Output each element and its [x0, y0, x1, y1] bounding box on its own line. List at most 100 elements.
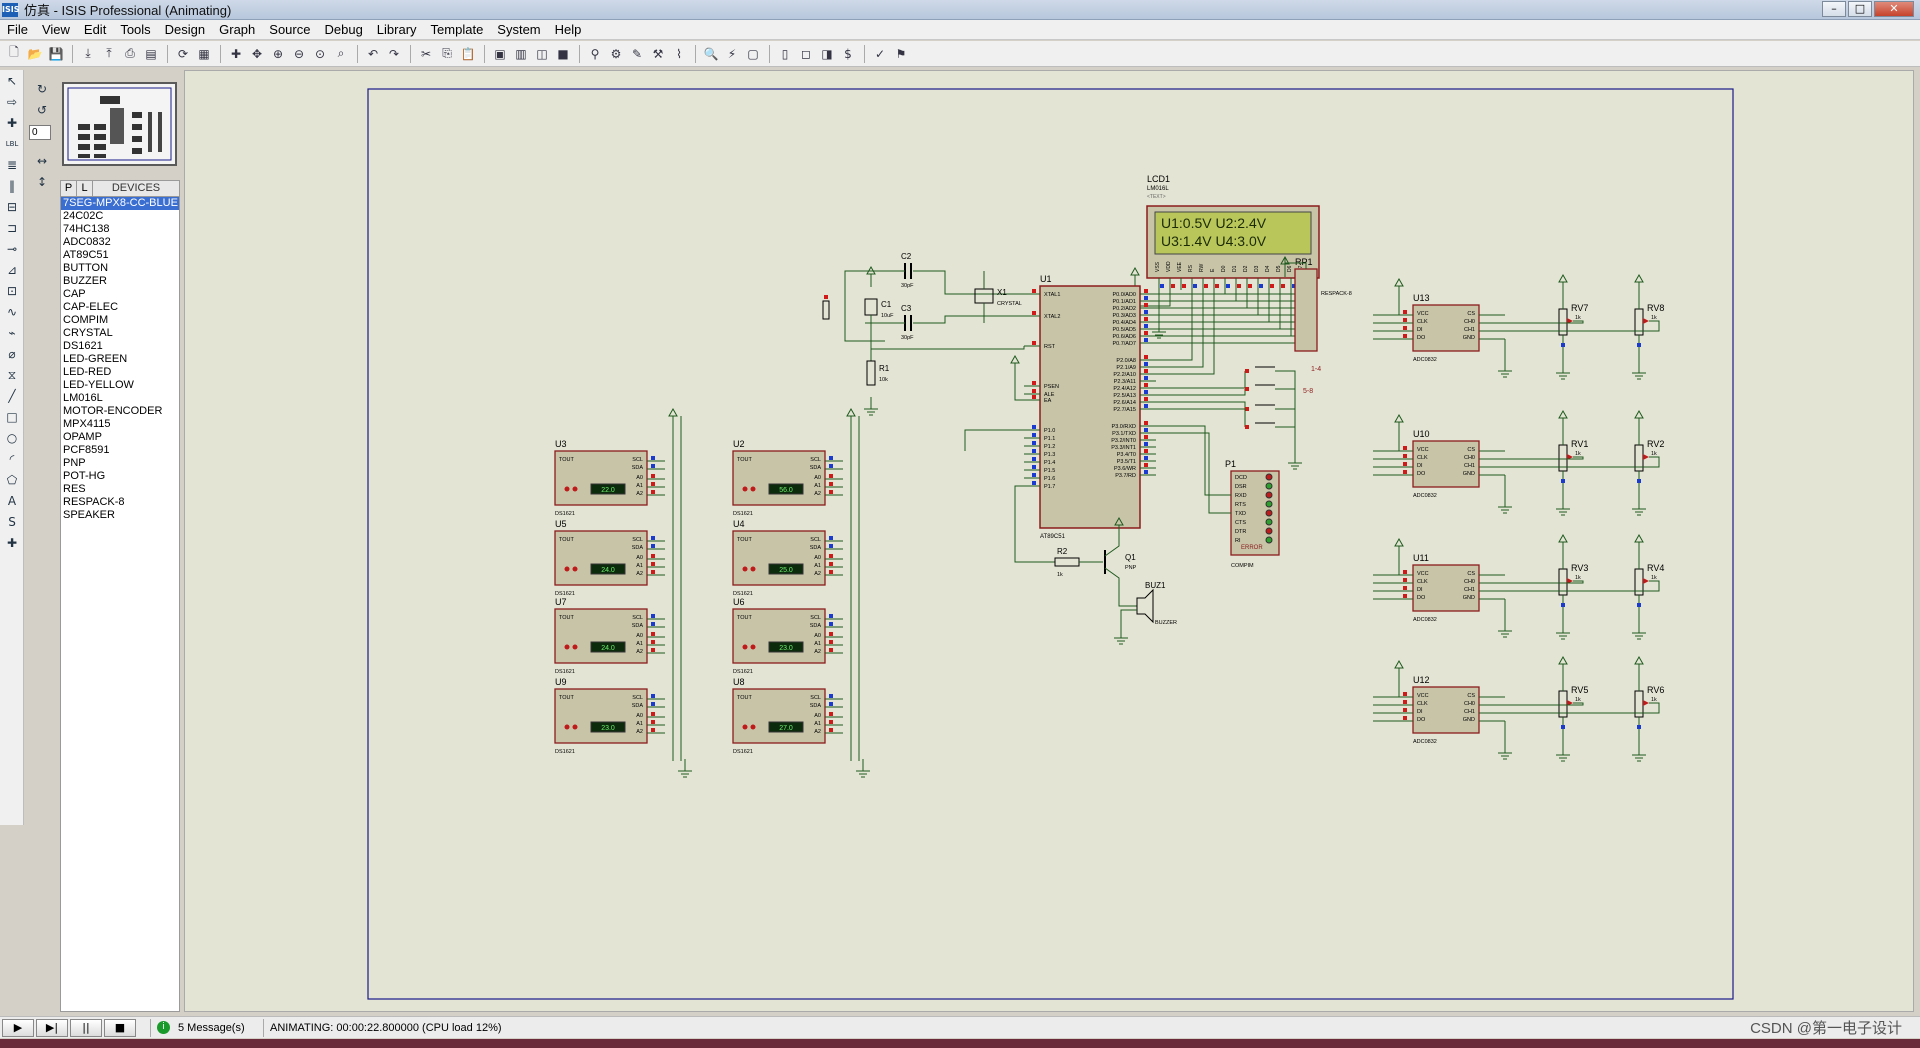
device-list-item[interactable]: LED-RED	[63, 366, 112, 378]
device-list-item[interactable]: LED-YELLOW	[63, 379, 134, 391]
device-list-item[interactable]: BUTTON	[63, 262, 109, 274]
pick-devices-button[interactable]: P	[61, 181, 77, 196]
device-list-item[interactable]: MOTOR-ENCODER	[63, 405, 163, 417]
export-icon[interactable]: ⤒	[106, 46, 112, 60]
close-button[interactable]: ✕	[1874, 1, 1914, 17]
rotation-angle-field[interactable]: 0	[29, 125, 51, 140]
menu-file[interactable]: File	[7, 22, 28, 37]
zoom-in-icon[interactable]: ⊕	[272, 46, 284, 61]
block-rotate-icon[interactable]: ◫	[536, 46, 548, 61]
sim-step-button[interactable]: ▶|	[36, 1018, 68, 1037]
overview-window[interactable]	[62, 82, 177, 166]
device-list-item[interactable]: LED-GREEN	[63, 353, 128, 365]
paste-icon[interactable]: 📋	[460, 46, 476, 61]
block-copy-icon[interactable]: ▣	[494, 46, 506, 61]
subcircuit-icon[interactable]: ⊟	[6, 200, 18, 214]
wire-label-icon[interactable]: LBL	[5, 140, 19, 148]
menu-debug[interactable]: Debug	[324, 22, 363, 37]
arc-icon[interactable]: ◜	[9, 452, 15, 466]
generator-icon[interactable]: ∿	[6, 305, 18, 319]
minimize-button[interactable]: –	[1822, 1, 1846, 17]
print-icon[interactable]: ⎙	[125, 46, 135, 60]
sim-stop-button[interactable]: ■	[104, 1018, 136, 1037]
mirror-y-icon[interactable]: ↕	[36, 175, 48, 189]
menu-library[interactable]: Library	[376, 22, 417, 37]
wire-autoroute-icon[interactable]: ⌇	[676, 46, 682, 61]
device-list-item[interactable]: POT-HG	[63, 470, 106, 482]
pick-device-icon[interactable]: ⚲	[590, 46, 600, 61]
device-list-item[interactable]: ADC0832	[63, 236, 111, 248]
device-list-item[interactable]: LM016L	[63, 392, 103, 404]
menu-design[interactable]: Design	[164, 22, 206, 37]
virtual-instruments-icon[interactable]: ⧖	[7, 367, 17, 382]
device-list-item[interactable]: 7SEG-MPX8-CC-BLUE	[61, 197, 179, 210]
mirror-x-icon[interactable]: ↔	[36, 154, 48, 168]
selection-mode-icon[interactable]: ↖	[6, 74, 18, 88]
import-icon[interactable]: ⤓	[85, 46, 91, 60]
menu-help[interactable]: Help	[554, 22, 582, 37]
make-device-icon[interactable]: ⚙	[610, 46, 622, 61]
undo-icon[interactable]: ↶	[367, 46, 379, 61]
marker-icon[interactable]: ✚	[6, 536, 18, 550]
circle-icon[interactable]: ○	[6, 431, 18, 445]
maximize-button[interactable]: □	[1848, 1, 1872, 17]
device-pins-icon[interactable]: ⊸	[6, 242, 18, 256]
block-move-icon[interactable]: ▥	[515, 46, 527, 61]
cut-icon[interactable]: ✂	[420, 46, 432, 61]
text-icon[interactable]: A	[7, 494, 17, 508]
property-tool-icon[interactable]: ⚡	[727, 46, 737, 61]
device-list-item[interactable]: 74HC138	[63, 223, 110, 235]
message-indicator[interactable]: i 5 Message(s)	[150, 1018, 255, 1037]
packaging-icon[interactable]: ✎	[631, 46, 643, 61]
bill-of-materials-icon[interactable]: $	[844, 46, 852, 61]
menu-template[interactable]: Template	[430, 22, 484, 37]
device-list-item[interactable]: RESPACK-8	[63, 496, 125, 508]
box-icon[interactable]: □	[6, 410, 18, 424]
component-mode-icon[interactable]: ⇨	[6, 95, 18, 109]
rotate-clockwise-icon[interactable]: ↻	[36, 82, 48, 96]
zoom-area-icon[interactable]: ⌕	[337, 46, 345, 60]
copy-icon[interactable]: ⎘	[442, 46, 452, 60]
graph-mode-icon[interactable]: ⊿	[6, 263, 18, 277]
zoom-all-icon[interactable]: ⊙	[314, 46, 326, 61]
menu-edit[interactable]: Edit	[83, 22, 107, 37]
device-list-item[interactable]: COMPIM	[63, 314, 109, 326]
symbol-icon[interactable]: S	[8, 515, 16, 529]
electrical-check-icon[interactable]: ✓	[874, 46, 886, 61]
device-list-item[interactable]: BUZZER	[63, 275, 107, 287]
sim-pause-button[interactable]: ||	[70, 1018, 102, 1037]
grid-icon[interactable]: ▦	[198, 46, 210, 61]
design-explorer-icon[interactable]: ▢	[747, 46, 759, 61]
device-list-item[interactable]: CAP	[63, 288, 86, 300]
device-list-item[interactable]: PCF8591	[63, 444, 110, 456]
device-list-item[interactable]: CRYSTAL	[63, 327, 113, 339]
text-script-icon[interactable]: ≣	[6, 158, 18, 172]
line-icon[interactable]: ╱	[8, 389, 16, 403]
device-list-item[interactable]: PNP	[63, 457, 86, 469]
menu-tools[interactable]: Tools	[120, 22, 151, 37]
new-sheet-icon[interactable]: ▯	[781, 46, 789, 61]
menu-graph[interactable]: Graph	[219, 22, 256, 37]
buses-icon[interactable]: ‖	[9, 179, 15, 193]
device-list-item[interactable]: 24C02C	[63, 210, 104, 222]
device-list-item[interactable]: DS1621	[63, 340, 103, 352]
device-list-item[interactable]: SPEAKER	[63, 509, 115, 521]
rotate-anticlockwise-icon[interactable]: ↺	[36, 103, 48, 117]
origin-icon[interactable]: ✚	[230, 46, 242, 61]
sim-play-button[interactable]: ▶	[2, 1018, 34, 1037]
menu-system[interactable]: System	[497, 22, 541, 37]
path-icon[interactable]: ⬠	[6, 473, 18, 487]
search-icon[interactable]: 🔍	[703, 46, 719, 61]
block-delete-icon[interactable]: ■	[557, 46, 569, 61]
menu-view[interactable]: View	[41, 22, 70, 37]
tape-recorder-icon[interactable]: ⊡	[6, 284, 18, 298]
refresh-icon[interactable]: ⟳	[177, 46, 189, 61]
device-list-item[interactable]: CAP-ELEC	[63, 301, 119, 313]
pan-icon[interactable]: ✥	[251, 46, 263, 61]
remove-sheet-icon[interactable]: ◻	[801, 46, 811, 61]
new-file-icon[interactable]: 🗋	[9, 45, 19, 59]
goto-sheet-icon[interactable]: ◨	[821, 46, 833, 61]
open-file-icon[interactable]: 📂	[27, 46, 43, 61]
zoom-out-icon[interactable]: ⊖	[293, 46, 305, 61]
